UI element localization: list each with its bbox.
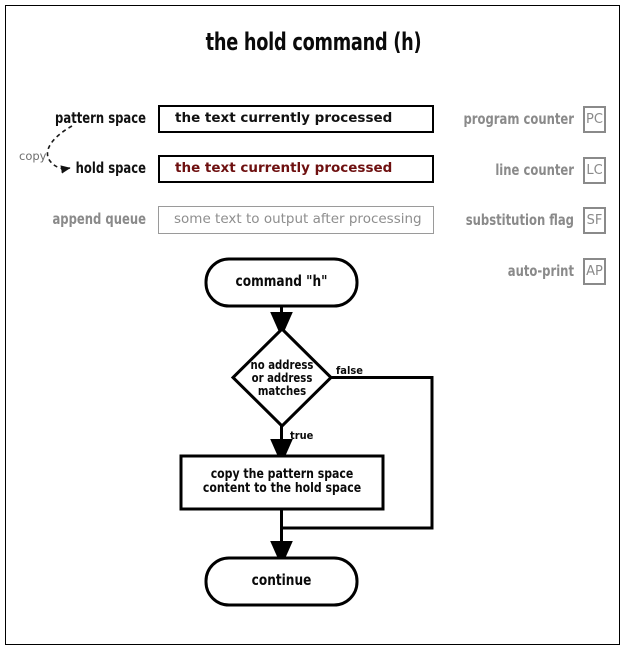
register-lc[interactable]: LC [583,157,606,184]
flow-process-line1: copy the pattern space [210,466,354,482]
flow-decision-line2: or address [251,369,313,385]
label-line-counter: line counter [495,161,574,179]
hold-space-box[interactable]: the text currently processed [158,155,434,183]
flowchart [179,257,434,607]
flow-edge-false-label: false [336,364,363,377]
label-append-queue: append queue [52,210,146,228]
append-queue-value: some text to output after processing [174,211,422,228]
copy-arrow-icon [46,125,73,174]
label-substitution-flag: substitution flag [465,211,574,229]
diagram-frame: the hold command (h) pattern space the t… [5,5,620,645]
label-pattern-space: pattern space [55,109,146,127]
register-lc-code: LC [586,163,603,178]
register-ap-code: AP [586,264,603,279]
register-pc-code: PC [586,112,603,127]
pattern-space-value: the text currently processed [175,110,393,127]
flow-edge-true-label: true [290,429,314,442]
flow-decision-label[interactable]: no address or address matches [237,357,327,398]
register-sf[interactable]: SF [583,207,606,234]
label-program-counter: program counter [463,110,574,128]
register-sf-code: SF [586,213,603,228]
label-hold-space: hold space [75,159,146,177]
flow-process-label[interactable]: copy the pattern space content to the ho… [191,466,373,496]
label-auto-print: auto-print [507,262,574,280]
copy-annotation-label: copy [19,149,47,163]
register-ap[interactable]: AP [583,258,606,285]
flow-decision-line1: no address [250,357,314,372]
flow-process-line2: content to the hold space [202,479,362,496]
hold-space-value: the text currently processed [175,160,393,177]
pattern-space-box[interactable]: the text currently processed [158,105,434,133]
flow-start-label[interactable]: command "h" [235,272,328,290]
register-pc[interactable]: PC [583,106,606,133]
page-title: the hold command (h) [205,28,422,56]
flow-decision-line3: matches [257,382,307,398]
flow-end-label[interactable]: continue [251,571,312,589]
append-queue-box[interactable]: some text to output after processing [158,206,434,234]
